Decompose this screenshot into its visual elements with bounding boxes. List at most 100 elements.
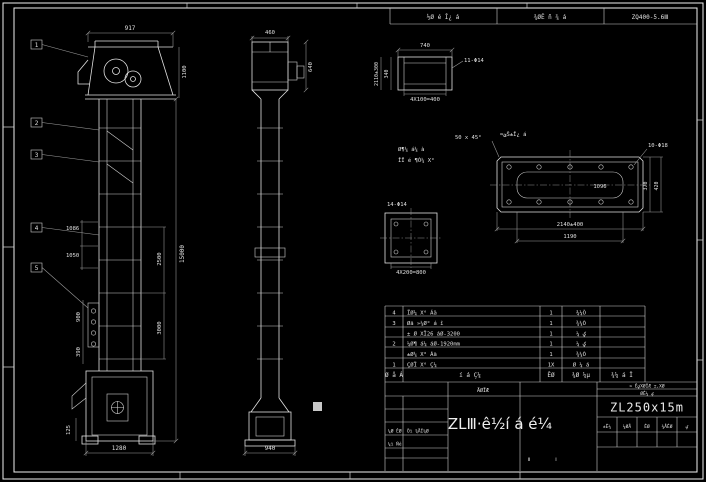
dim-frame-bottom-inner: 1190	[563, 234, 576, 240]
part-material: ¼ ؼ	[576, 332, 587, 338]
rev-cell: ±Ê¼	[603, 422, 611, 430]
parts-header-name: í á Ç¼	[459, 372, 481, 379]
dim-total-height: 15000	[179, 245, 186, 263]
part-name: ± Ø XÏ26 áØ-3200	[407, 331, 460, 338]
elevator-head	[77, 40, 176, 100]
drive-pulley-circle	[124, 70, 142, 88]
detail-channel-beam: 740 340 2110±300 11-Φ14 4X100=400	[374, 43, 485, 103]
dim-head-width: 917	[125, 25, 136, 32]
dim-frame-right-outer: 420	[654, 181, 660, 190]
head-pulley-circle	[103, 58, 129, 84]
dim-channel-left-inner: 340	[384, 69, 390, 78]
part-name: ÏØ¼ X° Áä	[407, 310, 437, 317]
dim-channel-left-outer: 2110±300	[374, 62, 380, 86]
dim-side-top-width: 460	[265, 30, 275, 36]
header-cell-1: ½Ø é Î¿ á	[427, 14, 460, 21]
part-qty: 1X	[548, 363, 555, 369]
parts-header-no: Ø å Á	[385, 372, 403, 379]
title-block: ÄØÏÆ ≈ ÊؼXØÏÆ ±,XØ ØÊ¼ ؼ ZL250x15m ±Ê¼ ¼…	[384, 306, 697, 471]
dim-side-head-height: 640	[308, 62, 314, 72]
sheet-header-table: ½Ø é Î¿ á ¾ØÊ ñ ¾ á ZQ400-5.6Ⅲ	[389, 8, 697, 25]
parts-header-material: ¾Ø ¼μ	[572, 372, 590, 379]
dim-left-b: 1050	[66, 253, 79, 259]
dim-left-d: 390	[76, 347, 82, 357]
label-frame-caption: ≈ؽŠ±Î¿ á	[500, 131, 526, 138]
dim-left-c: 900	[76, 312, 82, 322]
label-chamfer: 50 x 45°	[455, 135, 482, 141]
sheet-mark-1: Ⅱ	[528, 457, 530, 463]
balloon-2: 2	[35, 120, 39, 127]
parts-row: 4 ÏØ¼ X° Áä 1 ¾¼Ò	[392, 310, 586, 317]
parts-row: 2 ¼Ø¶ á¼ áØ-1920mm 1 ¼ ؼ	[392, 341, 586, 348]
part-qty: 1	[549, 342, 552, 348]
part-name: ¼Ø¶ á¼ áØ-1920mm	[407, 341, 461, 348]
part-qty: 1	[549, 332, 552, 338]
elevator-casing	[87, 99, 142, 371]
elevator-boot	[71, 370, 156, 445]
bucket-strand-detail	[87, 302, 100, 348]
parts-header-remark: ¾¼ á Ï	[611, 372, 633, 379]
part-material: ¼ ؼ	[576, 342, 587, 348]
parts-header-row: Ø å Á í á Ç¼ ÊØ ¾Ø ¼μ ¾¼ á Ï	[385, 371, 633, 379]
label-flange-holes: 14-Φ14	[387, 202, 408, 208]
sig-value-1: Öì ¾ÅÏ¼Ø	[407, 428, 429, 435]
detail-flange-plate: 14-Φ14 4X200=800	[380, 202, 442, 276]
parts-header-qty: ÊØ	[547, 371, 555, 379]
sheet-mark-2: Ⅰ	[555, 457, 556, 463]
part-no: 1	[392, 363, 395, 369]
dim-channel-top: 740	[420, 43, 430, 49]
base-plate	[244, 439, 296, 447]
sig-label-2: ¼ì Ñé	[388, 441, 402, 448]
balloon-4: 4	[35, 225, 39, 232]
frame-note-line-2: ÎÏ é ¶Ò¼ X°	[398, 157, 434, 164]
title-block-note-2: ØÊ¼ ؼ	[640, 389, 654, 397]
drive-motor	[287, 61, 298, 81]
part-balloons: 1 2 3 4 5	[30, 39, 100, 309]
detail-base-frame: 1096 50 x 45° ≈ؽŠ±Î¿ á 10-Φ18 370 420 21…	[398, 131, 668, 244]
title-block-note-1: ≈ ÊؼXØÏÆ ±,XØ	[629, 382, 664, 390]
frame-holes	[506, 164, 634, 205]
dim-left-a: 1086	[66, 226, 79, 232]
side-elevation-view: 460 640 940	[242, 30, 322, 456]
balloon-5: 5	[35, 265, 39, 272]
part-material: ¾¼Ò	[576, 320, 586, 327]
part-no: 3	[392, 321, 395, 327]
dim-frame-slot: 1096	[593, 184, 606, 190]
balloon-1: 1	[35, 42, 39, 49]
part-name: Øä »¼Ø° á î	[407, 320, 443, 327]
dim-upper-section: 2500	[157, 252, 163, 265]
label-frame-holes: 10-Φ18	[648, 143, 668, 149]
parts-row: 3 Øä »¼Ø° á î 1 ¾¼Ò	[392, 320, 586, 327]
drawing-number: ZL250x15m	[610, 401, 684, 415]
rev-cell: ÊØ	[644, 422, 650, 430]
boot-foot-right	[138, 435, 156, 445]
part-qty: 1	[549, 311, 552, 317]
section-marker	[313, 402, 322, 411]
rev-cell: ¾ÅÊØ	[662, 422, 673, 430]
part-no: 2	[392, 342, 395, 348]
parts-row: 1 ÇØÏ X° Ç¼ 1X Ø ¼ á	[392, 362, 589, 369]
dim-flange-bottom: 4X200=800	[396, 270, 426, 276]
front-view-dimensions: 917 1100 15000 2500 3000 1086 1050 900 3…	[66, 25, 188, 456]
parts-list-table: 4 ÏØ¼ X° Áä 1 ¾¼Ò 3 Øä »¼Ø° á î 1 ¾¼Ò ± …	[385, 305, 646, 382]
drawing-title: ZLⅢ·ê½í á é¼	[448, 415, 553, 433]
boot-foot-left	[81, 435, 99, 445]
part-material: Ø ¼ á	[573, 362, 590, 369]
rev-cell: ؼ	[686, 424, 689, 430]
parts-row: ± Ø XÏ26 áØ-3200 1 ¼ ؼ	[407, 331, 587, 338]
rev-cell: ¼ØÅ	[623, 423, 631, 430]
header-cell-3: ZQ400-5.6Ⅲ	[632, 14, 669, 21]
part-name: ÇØÏ X° Ç¼	[407, 362, 437, 369]
part-no: 4	[392, 311, 396, 317]
dim-channel-bottom: 4X100=400	[410, 97, 440, 103]
frame-note-line-1: Ø¶¼ á¼ à	[398, 146, 425, 153]
dim-side-base-width: 940	[265, 445, 276, 452]
balloon-3: 3	[35, 152, 39, 159]
dim-frame-right-inner: 370	[643, 181, 649, 190]
header-cell-2: ¾ØÊ ñ ¾ á	[534, 13, 567, 21]
dim-head-height: 1100	[182, 65, 188, 78]
part-qty: 1	[549, 352, 552, 358]
title-block-model-label: ÄØÏÆ	[477, 387, 489, 394]
